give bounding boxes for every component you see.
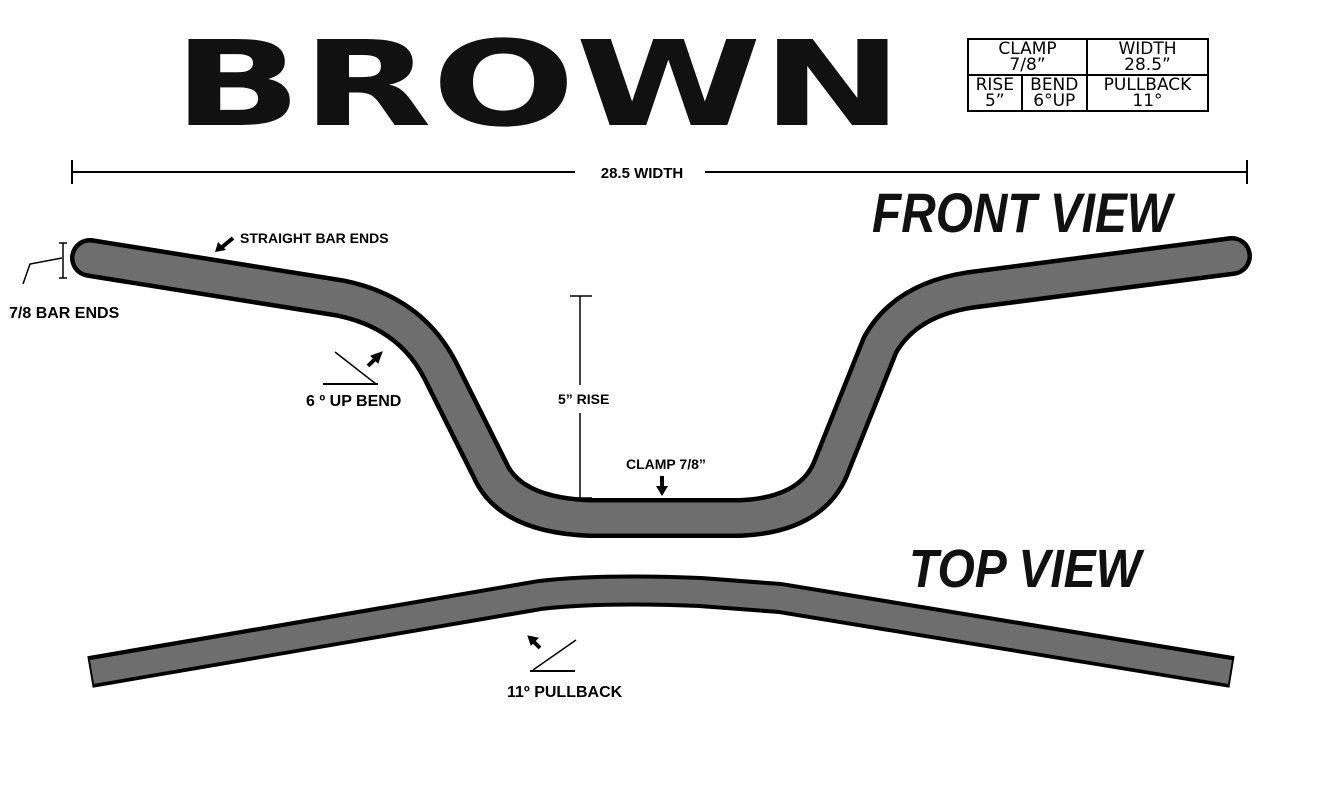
front-view-title: FRONT VIEW bbox=[872, 181, 1176, 244]
front-view-bar bbox=[70, 236, 1252, 538]
straight-bar-ends-label: STRAIGHT BAR ENDS bbox=[240, 230, 389, 246]
up-bend-label: 6 º UP BEND bbox=[306, 393, 401, 410]
bar-ends-dimension-icon bbox=[22, 242, 67, 285]
width-label: 28.5 WIDTH bbox=[601, 165, 684, 182]
pullback-angle-icon bbox=[527, 635, 577, 672]
width-dimension bbox=[71, 160, 1248, 184]
up-bend-angle-icon bbox=[323, 351, 383, 385]
bar-ends-label: 7/8 BAR ENDS bbox=[9, 305, 120, 322]
straight-bar-ends-arrow-icon bbox=[215, 236, 235, 252]
top-view-bar bbox=[87, 574, 1235, 688]
top-view-title: TOP VIEW bbox=[909, 539, 1145, 599]
clamp-label: CLAMP 7/8” bbox=[626, 456, 706, 472]
clamp-arrow-icon bbox=[656, 476, 668, 496]
rise-dimension bbox=[570, 295, 592, 499]
brand-logo: BROWN bbox=[173, 15, 903, 153]
pullback-label: 11º PULLBACK bbox=[507, 684, 623, 701]
rise-label: 5” RISE bbox=[558, 391, 609, 407]
